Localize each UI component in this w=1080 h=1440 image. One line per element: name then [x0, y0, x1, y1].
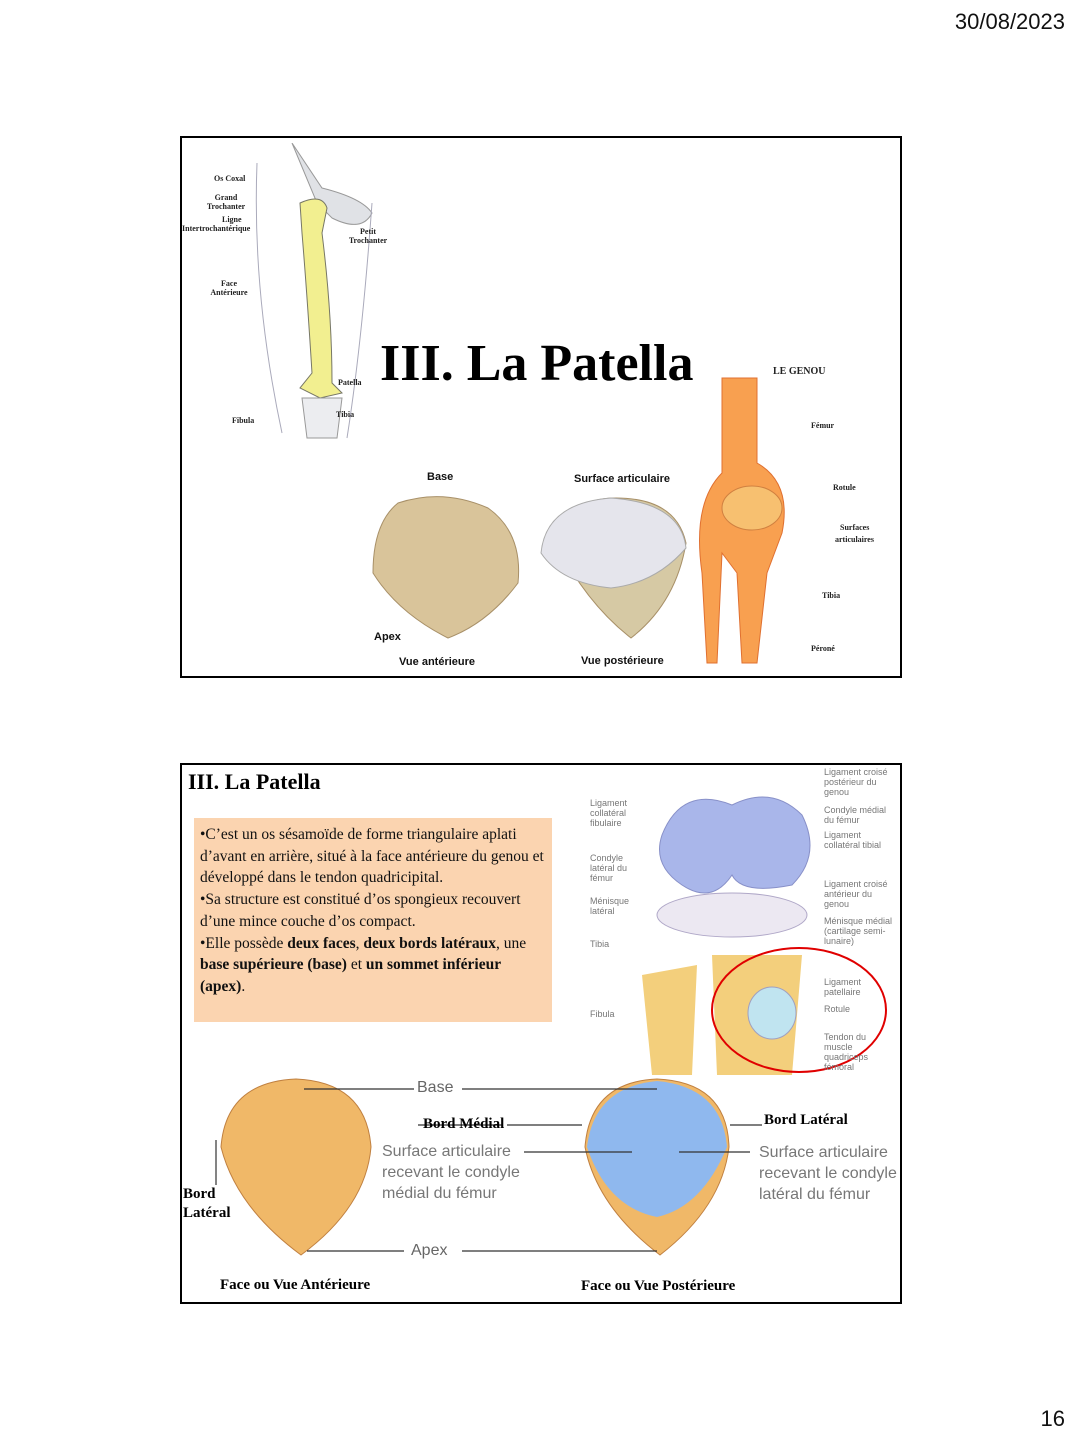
t-bold: deux bords latéraux — [363, 934, 497, 952]
label-grand-trochanter: Grand Trochanter — [204, 193, 248, 211]
label-bord-lateral-right: Bord Latéral — [764, 1112, 848, 1128]
slide-2: III. La Patella •C’est un os sésamoïde d… — [180, 763, 902, 1304]
label-grand-trochanter-text: Grand Trochanter — [206, 193, 246, 211]
label-ligne: Ligne — [222, 215, 242, 224]
label-petit-trochanter: Petit Trochanter — [348, 227, 388, 245]
t-bold: un sommet inférieur (apex) — [200, 956, 501, 995]
desc-p1: •C’est un os sésamoïde de forme triangul… — [200, 826, 544, 887]
label-base-bottom: Base — [417, 1079, 454, 1096]
t: . — [241, 977, 246, 995]
label-femur: Fémur — [811, 421, 835, 430]
t-bold: deux faces — [287, 934, 356, 952]
label-lig-collat-tib: Ligament collatéral tibial — [824, 830, 882, 850]
label-tendon: Tendon du muscle quadriceps fémoral — [824, 1032, 869, 1072]
label-tibia-knee: Tibia — [590, 939, 610, 949]
patella-posterior-illustration — [540, 497, 687, 639]
annotation-lines — [215, 1088, 762, 1252]
label-surface-medial: Surface articulaire recevant le condyle … — [382, 1143, 520, 1202]
t: , — [355, 934, 364, 952]
label-menisque-lat: Ménisque latéral — [590, 896, 630, 916]
t: •Elle possède — [200, 934, 288, 952]
label-face-anterieure: Face Antérieure — [210, 279, 248, 297]
label-tibia-genou: Tibia — [822, 591, 841, 600]
label-condyle-lat: Condyle latéral du fémur — [590, 853, 628, 883]
label-surface-articulaire-top: Surface articulaire — [574, 473, 670, 485]
label-menisque-med: Ménisque médial (cartilage semi-lunaire) — [824, 916, 893, 946]
knee-joint-illustration — [642, 796, 887, 1075]
label-le-genou: LE GENOU — [773, 366, 826, 377]
label-rotule-knee: Rotule — [824, 1004, 851, 1014]
label-face-posterieure: Face ou Vue Postérieure — [581, 1278, 736, 1294]
knee-illustration — [699, 377, 785, 664]
label-bord-medial: Bord Médial — [423, 1116, 505, 1132]
label-surfaces: Surfaces — [840, 523, 870, 532]
t: et — [346, 956, 366, 974]
label-articulaires: articulaires — [835, 535, 874, 544]
slide1-title: III. La Patella — [380, 335, 694, 392]
label-rotule: Rotule — [833, 483, 856, 492]
label-fibula-knee: Fibula — [590, 1009, 615, 1019]
label-perone: Péroné — [811, 644, 835, 653]
t-bold: base supérieure (base) — [200, 956, 347, 974]
label-lig-patellaire: Ligament patellaire — [824, 977, 862, 997]
label-vue-posterieure: Vue postérieure — [581, 655, 664, 667]
label-tibia-femur: Tibia — [336, 410, 355, 419]
label-bord-lateral-left: Bord Latéral — [183, 1186, 231, 1221]
label-patella-femur: Patella — [338, 378, 362, 387]
desc-p2: •Sa structure est constitué d’os spongie… — [200, 891, 521, 930]
desc-p3: •Elle possède deux faces, deux bords lat… — [200, 933, 546, 998]
description-box: •C’est un os sésamoïde de forme triangul… — [194, 818, 552, 1022]
page-date: 30/08/2023 — [954, 9, 1065, 34]
label-apex-top: Apex — [374, 631, 401, 643]
label-surface-lateral: Surface articulaire recevant le condyle … — [759, 1144, 897, 1203]
femur-illustration — [255, 143, 373, 439]
label-apex-bottom: Apex — [411, 1242, 448, 1259]
label-face-anterieure: Face ou Vue Antérieure — [220, 1277, 371, 1293]
highlight-circle — [711, 947, 887, 1073]
slide2-title: III. La Patella — [188, 769, 321, 794]
label-lig-croise-post: Ligament croisé postérieur du genou — [824, 767, 888, 797]
page-number: 16 — [1040, 1406, 1065, 1431]
label-lig-croise-ant: Ligament croisé antérieur du genou — [824, 879, 888, 909]
label-lig-collat-fib: Ligament collatéral fibulaire — [590, 798, 628, 828]
label-intertrochanterique: Intertrochantérique — [182, 224, 251, 233]
label-fibula-femur: Fibula — [232, 416, 255, 425]
t: , une — [496, 934, 527, 952]
label-condyle-med: Condyle médial du fémur — [824, 805, 887, 825]
patella-anterior-illustration — [372, 496, 520, 639]
label-os-coxal: Os Coxal — [214, 174, 246, 183]
slide-1: Os Coxal Grand Trochanter Ligne Intertro… — [180, 136, 902, 678]
label-vue-anterieure: Vue antérieure — [399, 656, 476, 668]
patella-posterior-face-illustration — [584, 1078, 730, 1256]
label-base-top: Base — [427, 471, 454, 483]
patella-anterior-face-illustration — [220, 1078, 372, 1256]
